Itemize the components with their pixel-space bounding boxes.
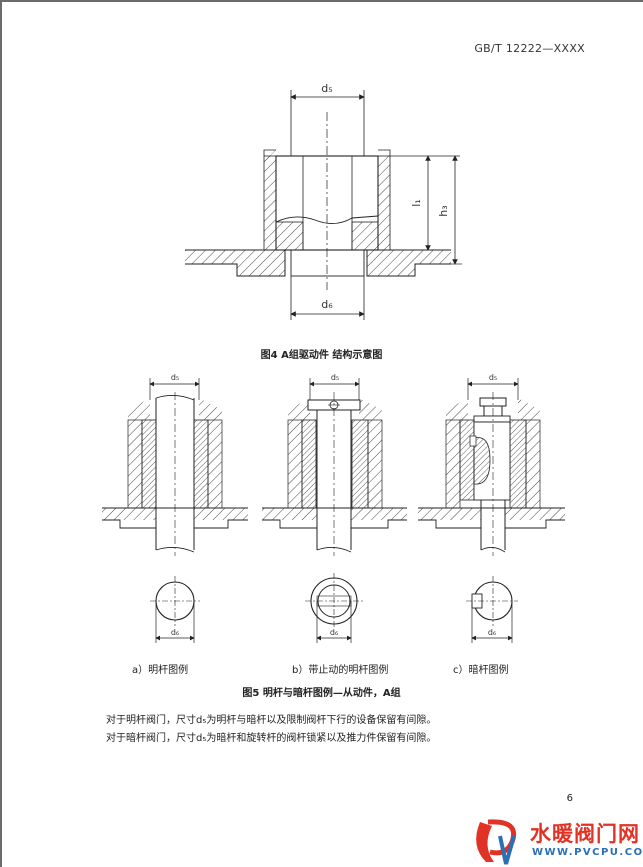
fig5b-dim-d5: d₅: [331, 373, 339, 382]
figure5c-label: c）暗杆图例: [453, 665, 509, 676]
watermark: 水暖阀门网 WWW.PVCPU.COM: [474, 814, 643, 866]
paragraph-1: 对于明杆阀门，尺寸d₅为明杆与暗杆以及限制阀杆下行的设备保留有间隙。: [106, 715, 437, 726]
fig4-dim-l1: l₁: [410, 199, 423, 206]
fig5a-dim-d6: d₆: [171, 628, 179, 637]
fig5c-dim-d5: d₅: [489, 373, 497, 382]
fig5b-dim-d6: d₆: [330, 628, 338, 637]
fig5a-dim-d5: d₅: [171, 373, 179, 382]
watermark-logo-icon: [476, 819, 516, 865]
figure5-caption: 图5 明杆与暗杆图例—从动件，A组: [242, 688, 401, 699]
figure4-drawing: d₅: [185, 82, 462, 320]
watermark-cn: 水暖阀门网: [530, 822, 640, 846]
paragraph-2: 对于暗杆阀门，尺寸d₅为暗杆和旋转杆的阀杆锁紧以及推力件保留有间隙。: [106, 733, 437, 744]
fig4-dim-h3: h₃: [437, 205, 450, 216]
figure5c-drawing: d₅: [418, 373, 565, 643]
fig4-dim-d6: d₆: [321, 298, 333, 311]
page-border-left: [0, 0, 2, 867]
figure5b-drawing: d₅: [262, 373, 407, 643]
standard-code: GB/T 12222—XXXX: [474, 42, 585, 55]
watermark-en: WWW.PVCPU.COM: [532, 847, 643, 858]
figure5a-label: a）明杆图例: [132, 665, 189, 676]
figure5b-label: b）带止动的明杆图例: [292, 665, 389, 676]
figure4-caption: 图4 A组驱动件 结构示意图: [260, 350, 383, 361]
fig4-dim-d5: d₅: [321, 82, 332, 95]
figure5a-drawing: d₅ d₆: [102, 373, 248, 643]
fig5c-dim-d6: d₆: [488, 628, 496, 637]
page-number: 6: [566, 793, 573, 804]
page-border-top: [0, 0, 643, 2]
